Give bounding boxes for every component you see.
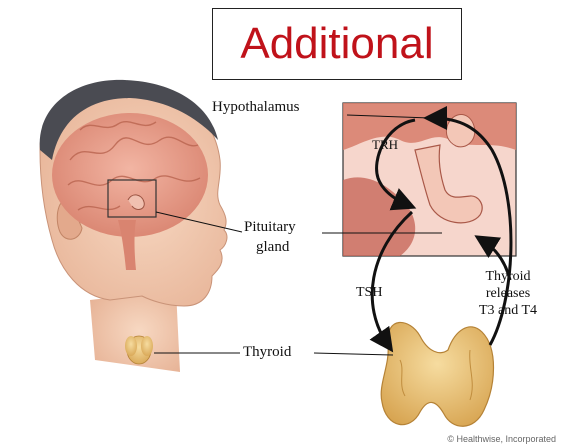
- label-pituitary-line2: gland: [256, 239, 289, 256]
- label-release-line3: T3 and T4: [466, 302, 550, 319]
- label-release-line2: releases: [466, 285, 550, 302]
- label-trh: TRH: [372, 136, 398, 153]
- label-pituitary-line1: Pituitary: [244, 219, 296, 236]
- label-thyroid-releases: Thyroid releases T3 and T4: [466, 268, 550, 319]
- label-tsh: TSH: [356, 284, 382, 301]
- thyroid-gland: [381, 322, 493, 426]
- label-thyroid: Thyroid: [243, 344, 291, 361]
- label-release-line1: Thyroid: [466, 268, 550, 285]
- head-figure: [40, 80, 227, 372]
- label-hypothalamus: Hypothalamus: [212, 99, 300, 116]
- credit-text: © Healthwise, Incorporated: [447, 434, 556, 444]
